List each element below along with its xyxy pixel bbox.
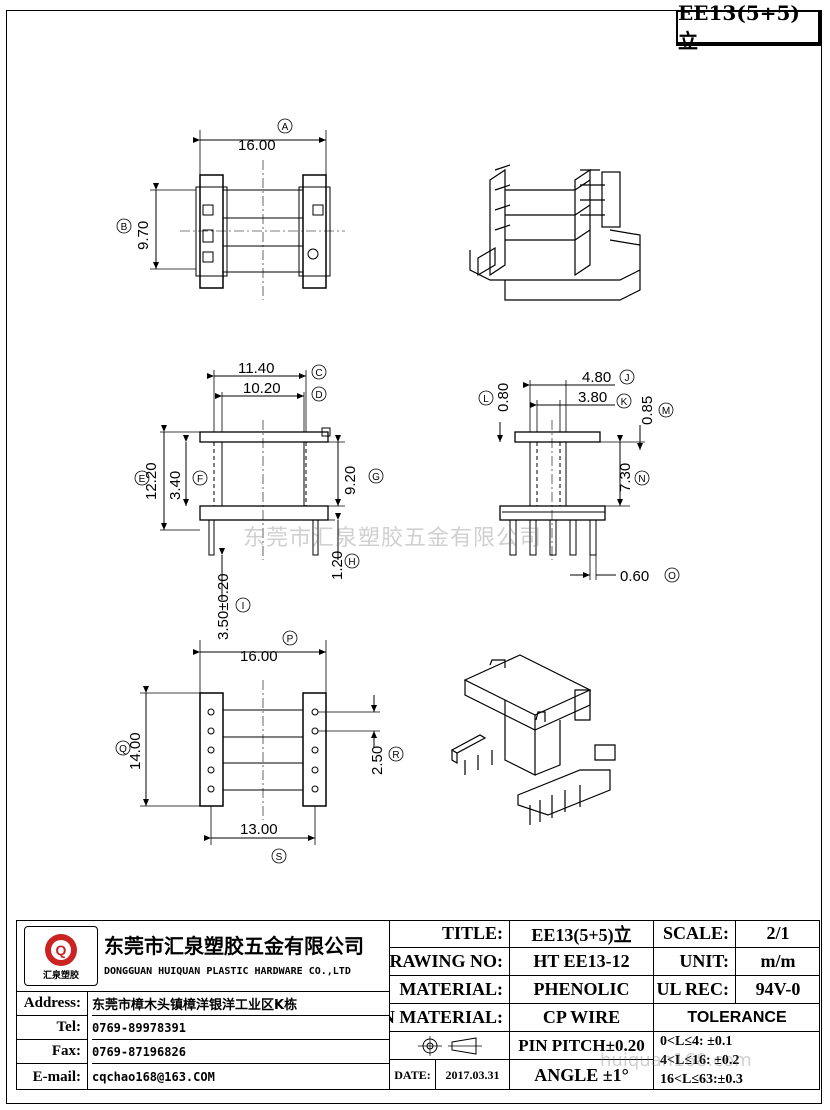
company-name-cn: 东莞市汇泉塑胶五金有限公司 — [104, 933, 364, 958]
dim-n: 7.30 — [617, 463, 634, 492]
tolerance-label: TOLERANCE — [654, 1004, 820, 1032]
dim-l: 0.80 — [495, 383, 512, 412]
ul-value: 94V-0 — [736, 976, 820, 1004]
scale-value: 2/1 — [736, 920, 820, 948]
bottom-view — [140, 640, 380, 845]
material-value: PHENOLIC — [510, 976, 654, 1004]
tolerance-row-1: 0<L≤4: ±0.1 — [660, 1033, 733, 1049]
dim-s: 13.00 — [240, 821, 278, 838]
logo: Q 汇泉塑胶 — [24, 926, 98, 986]
date-label: DATE: — [390, 1060, 436, 1090]
marker-c: C — [315, 368, 322, 379]
marker-g: G — [372, 472, 380, 483]
pin-material-label: PIN MATERIAL: — [390, 1004, 510, 1032]
marker-m: M — [662, 406, 670, 417]
pin-material-value: CP WIRE — [510, 1004, 654, 1032]
marker-h: H — [348, 557, 355, 568]
dim-b: 9.70 — [135, 221, 152, 250]
side-view — [497, 380, 645, 580]
front-view — [160, 370, 345, 600]
tel-label: Tel: — [16, 1016, 88, 1040]
marker-s: S — [276, 852, 283, 863]
fax-label: Fax: — [16, 1040, 88, 1064]
email-label: E-mail: — [16, 1064, 88, 1090]
dim-k: 3.80 — [578, 389, 607, 406]
marker-l: L — [483, 394, 489, 405]
dim-e: 12.20 — [143, 462, 160, 500]
drawing-frame — [6, 10, 822, 1104]
isometric-view-bottom — [450, 654, 616, 825]
ul-label: UL REC: — [654, 976, 736, 1004]
watermark-text: 东莞市汇泉塑胶五金有限公司 — [243, 526, 543, 551]
dim-q: 14.00 — [127, 732, 144, 770]
dim-j: 4.80 — [582, 369, 611, 386]
dim-r: 2.50 — [369, 746, 386, 775]
drawing-no-label: DRAWING NO: — [390, 948, 510, 976]
date-value: 2017.03.31 — [436, 1060, 510, 1090]
marker-p: P — [287, 634, 294, 645]
title-block-border — [16, 920, 820, 1090]
company-area — [16, 920, 390, 992]
scale-label: SCALE: — [654, 920, 736, 948]
marker-n: N — [638, 474, 645, 485]
angle-value: ANGLE ±1° — [510, 1060, 654, 1090]
logo-caption: 汇泉塑胶 — [42, 969, 79, 980]
projection-symbol-cell — [390, 1032, 510, 1060]
tolerance-row-3: 16<L≤63:±0.3 — [660, 1071, 743, 1087]
marker-r: R — [392, 750, 399, 761]
top-view — [150, 130, 345, 300]
material-label: MATERIAL: — [390, 976, 510, 1004]
company-name-en: DONGGUAN HUIQUAN PLASTIC HARDWARE CO.,LT… — [104, 965, 351, 977]
title-block: Q 汇泉塑胶 东莞市汇泉塑胶五金有限公司 DONGGUAN HUIQUAN PL… — [16, 920, 820, 1090]
marker-k: K — [621, 397, 628, 408]
address-value: 东莞市樟木头镇樟洋银洋工业区K栋 — [92, 992, 390, 1016]
marker-j: J — [625, 373, 630, 384]
address-label: Address: — [16, 992, 88, 1016]
marker-b: B — [121, 222, 128, 233]
marker-f: F — [197, 474, 203, 485]
markers: A B C D E F G H I J K L M N O P Q R S — [115, 118, 680, 864]
marker-o: O — [668, 571, 676, 582]
title-value: EE13(5+5)立 — [510, 920, 654, 948]
marker-d: D — [315, 390, 322, 401]
tel-value: 0769-89978391 — [92, 1016, 390, 1040]
unit-label: UNIT: — [654, 948, 736, 976]
dim-f: 3.40 — [167, 471, 184, 500]
projection-symbol-icon — [417, 1035, 482, 1056]
marker-a: A — [282, 122, 289, 133]
technical-drawing: 16.00 9.70 11.40 10.20 12.20 3.40 9.20 1… — [115, 118, 680, 864]
pin-pitch-value: PIN PITCH±0.20 — [510, 1032, 654, 1060]
svg-text:Q: Q — [56, 942, 67, 958]
email-value: cqchao168@163.COM — [92, 1064, 390, 1090]
dim-o: 0.60 — [620, 568, 649, 585]
title-label: TITLE: — [390, 920, 510, 948]
logo-icon: Q — [45, 933, 77, 966]
dim-c: 11.40 — [238, 360, 274, 377]
dim-p: 16.00 — [240, 648, 278, 665]
marker-i: I — [242, 601, 245, 612]
dim-a: 16.00 — [238, 137, 276, 154]
marker-q: Q — [119, 744, 127, 755]
marker-e: E — [139, 474, 146, 485]
dim-m: 0.85 — [639, 396, 656, 425]
drawing-no-value: HT EE13-12 — [510, 948, 654, 976]
dim-g: 9.20 — [342, 466, 359, 495]
tolerance-row-2: 4<L≤16: ±0.2 — [660, 1052, 740, 1068]
watermark-url: huiquan168.com — [600, 1050, 752, 1071]
dim-h: 1.20 — [329, 551, 346, 580]
dim-d: 10.20 — [243, 380, 281, 397]
dim-i: 3.50±0.20 — [215, 573, 232, 640]
isometric-view-top — [469, 164, 641, 301]
fax-value: 0769-87196826 — [92, 1040, 390, 1064]
unit-value: m/m — [736, 948, 820, 976]
